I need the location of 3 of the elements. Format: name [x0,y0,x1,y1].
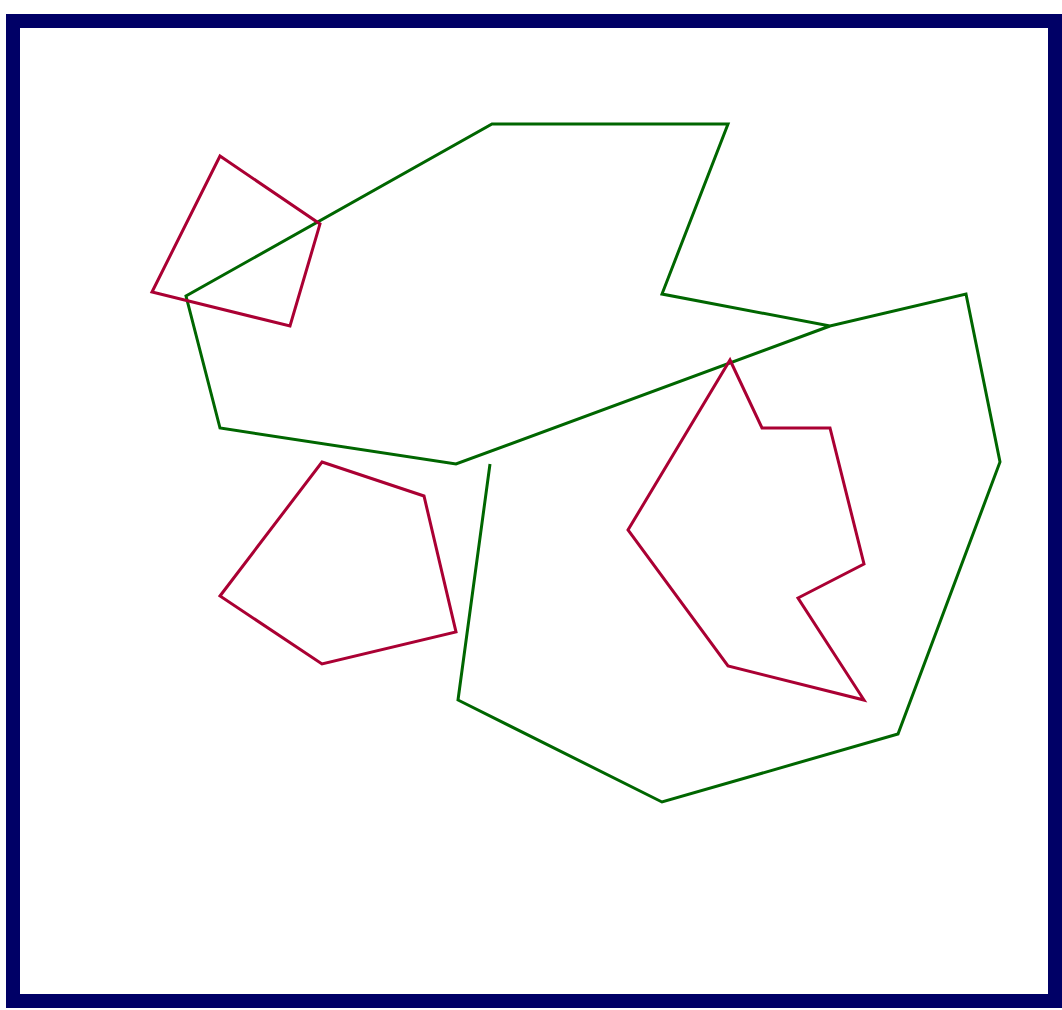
polygon-shape [149,153,322,328]
polygon-shape [217,460,458,666]
polygon-shape [626,356,868,703]
